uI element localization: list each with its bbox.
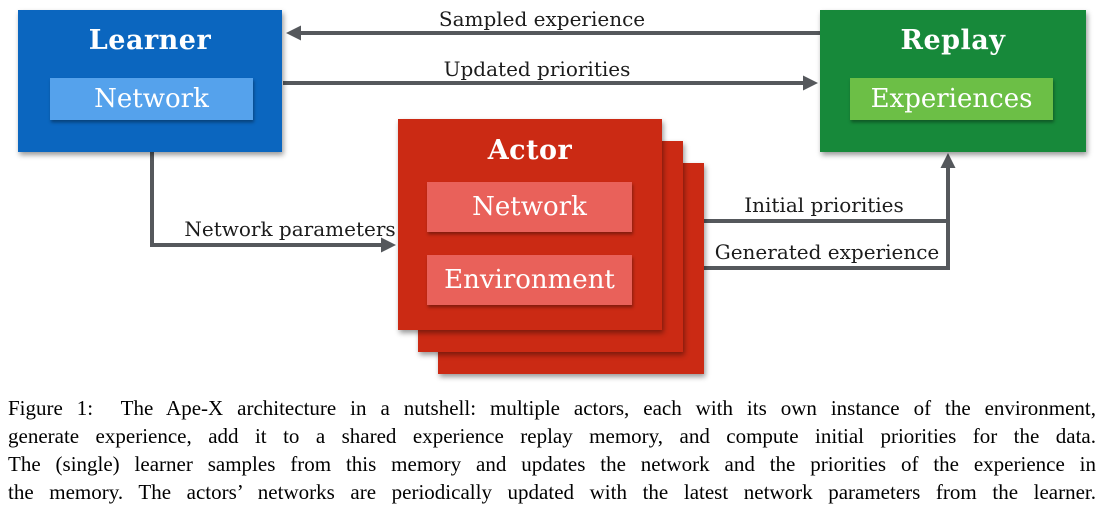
learner-network-label: Network <box>94 84 209 114</box>
caption-line: generate experience, add it to a shared … <box>8 424 1096 448</box>
actor-network-box: Network <box>427 182 632 232</box>
network-parameters-arrow-line <box>150 152 383 247</box>
actor-environment-box: Environment <box>427 255 632 305</box>
arrowhead-up-icon <box>940 153 956 168</box>
edge-label-generated-experience: Generated experience <box>714 240 940 264</box>
edge-arrows-layer <box>150 25 956 270</box>
edge-label-network-parameters: Network parameters <box>184 217 396 241</box>
caption-line: Figure 1: The Ape-X architecture in a nu… <box>8 396 1096 420</box>
edge-label-initial-priorities: Initial priorities <box>744 193 904 217</box>
caption-line: The (single) learner samples from this m… <box>8 452 1096 476</box>
replay-experiences-box: Experiences <box>850 78 1053 120</box>
actor-environment-label: Environment <box>444 265 615 295</box>
arrowhead-left-icon <box>286 25 301 41</box>
learner-title: Learner <box>88 25 212 56</box>
actor-network-label: Network <box>472 192 587 222</box>
learner-network-box: Network <box>50 78 253 120</box>
edge-label-updated-priorities: Updated priorities <box>443 57 631 81</box>
arrowhead-right-icon <box>381 237 396 253</box>
edge-label-sampled-experience: Sampled experience <box>438 7 646 31</box>
replay-experiences-label: Experiences <box>870 84 1033 114</box>
arrowhead-right-icon <box>803 75 818 91</box>
replay-title: Replay <box>900 25 1006 56</box>
actor-title: Actor <box>487 135 573 166</box>
architecture-diagram: Sampled experience Updated priorities Ne… <box>18 7 1086 374</box>
caption-line: the memory. The actors’ networks are per… <box>8 480 1096 504</box>
figure-caption: Figure 1: The Ape-X architecture in a nu… <box>8 394 1096 506</box>
